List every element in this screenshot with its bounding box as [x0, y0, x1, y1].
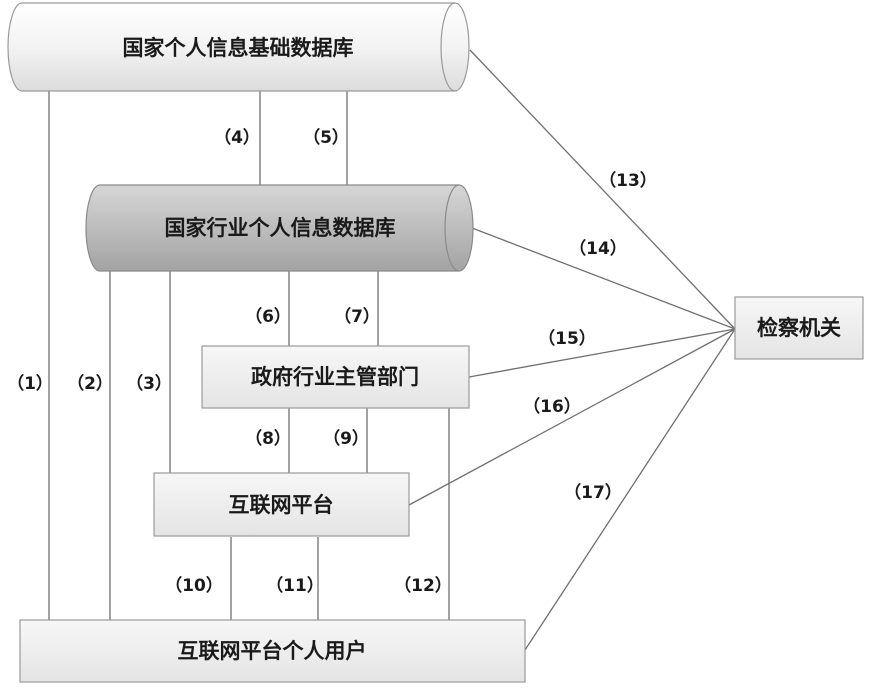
line-13: [469, 49, 736, 330]
edge-label-16: （16）: [523, 396, 581, 417]
national-db-label: 国家个人信息基础数据库: [123, 36, 354, 60]
edge-label-11: （11）: [266, 575, 324, 596]
edge-label-12: （12）: [394, 575, 452, 596]
procuratorate-node: 检察机关: [734, 296, 864, 360]
edge-labels: （1） （2） （3） （4） （5） （6） （7） （8） （9） （10）…: [7, 127, 657, 596]
edge-label-10: （10）: [165, 575, 223, 596]
edge-label-4: （4）: [214, 127, 260, 148]
industry-db-node: 国家行业个人信息数据库: [85, 184, 474, 272]
edge-label-9: （9）: [323, 428, 369, 449]
edge-label-1: （1）: [7, 373, 53, 394]
connector-lines: [48, 49, 736, 651]
procuratorate-label: 检察机关: [757, 316, 841, 340]
edge-label-13: （13）: [599, 170, 657, 191]
gov-dept-label: 政府行业主管部门: [251, 365, 419, 389]
users-node: 互联网平台个人用户: [19, 619, 526, 683]
national-db-node: 国家个人信息基础数据库: [7, 2, 470, 92]
edge-label-7: （7）: [334, 306, 380, 327]
edge-label-3: （3）: [126, 373, 172, 394]
industry-db-label: 国家行业个人信息数据库: [165, 216, 396, 240]
line-17: [524, 328, 736, 651]
edge-label-2: （2）: [67, 373, 113, 394]
edge-label-6: （6）: [245, 306, 291, 327]
line-14: [471, 227, 736, 330]
edge-label-5: （5）: [303, 127, 349, 148]
edge-label-15: （15）: [538, 328, 596, 349]
platform-node: 互联网平台: [153, 472, 410, 537]
line-15: [468, 328, 736, 378]
edge-label-14: （14）: [569, 238, 627, 259]
edge-label-8: （8）: [245, 428, 291, 449]
users-label: 互联网平台个人用户: [178, 639, 367, 663]
platform-label: 互联网平台: [229, 493, 334, 517]
edge-label-17: （17）: [564, 482, 622, 503]
line-16: [408, 328, 736, 506]
gov-dept-node: 政府行业主管部门: [201, 345, 470, 409]
